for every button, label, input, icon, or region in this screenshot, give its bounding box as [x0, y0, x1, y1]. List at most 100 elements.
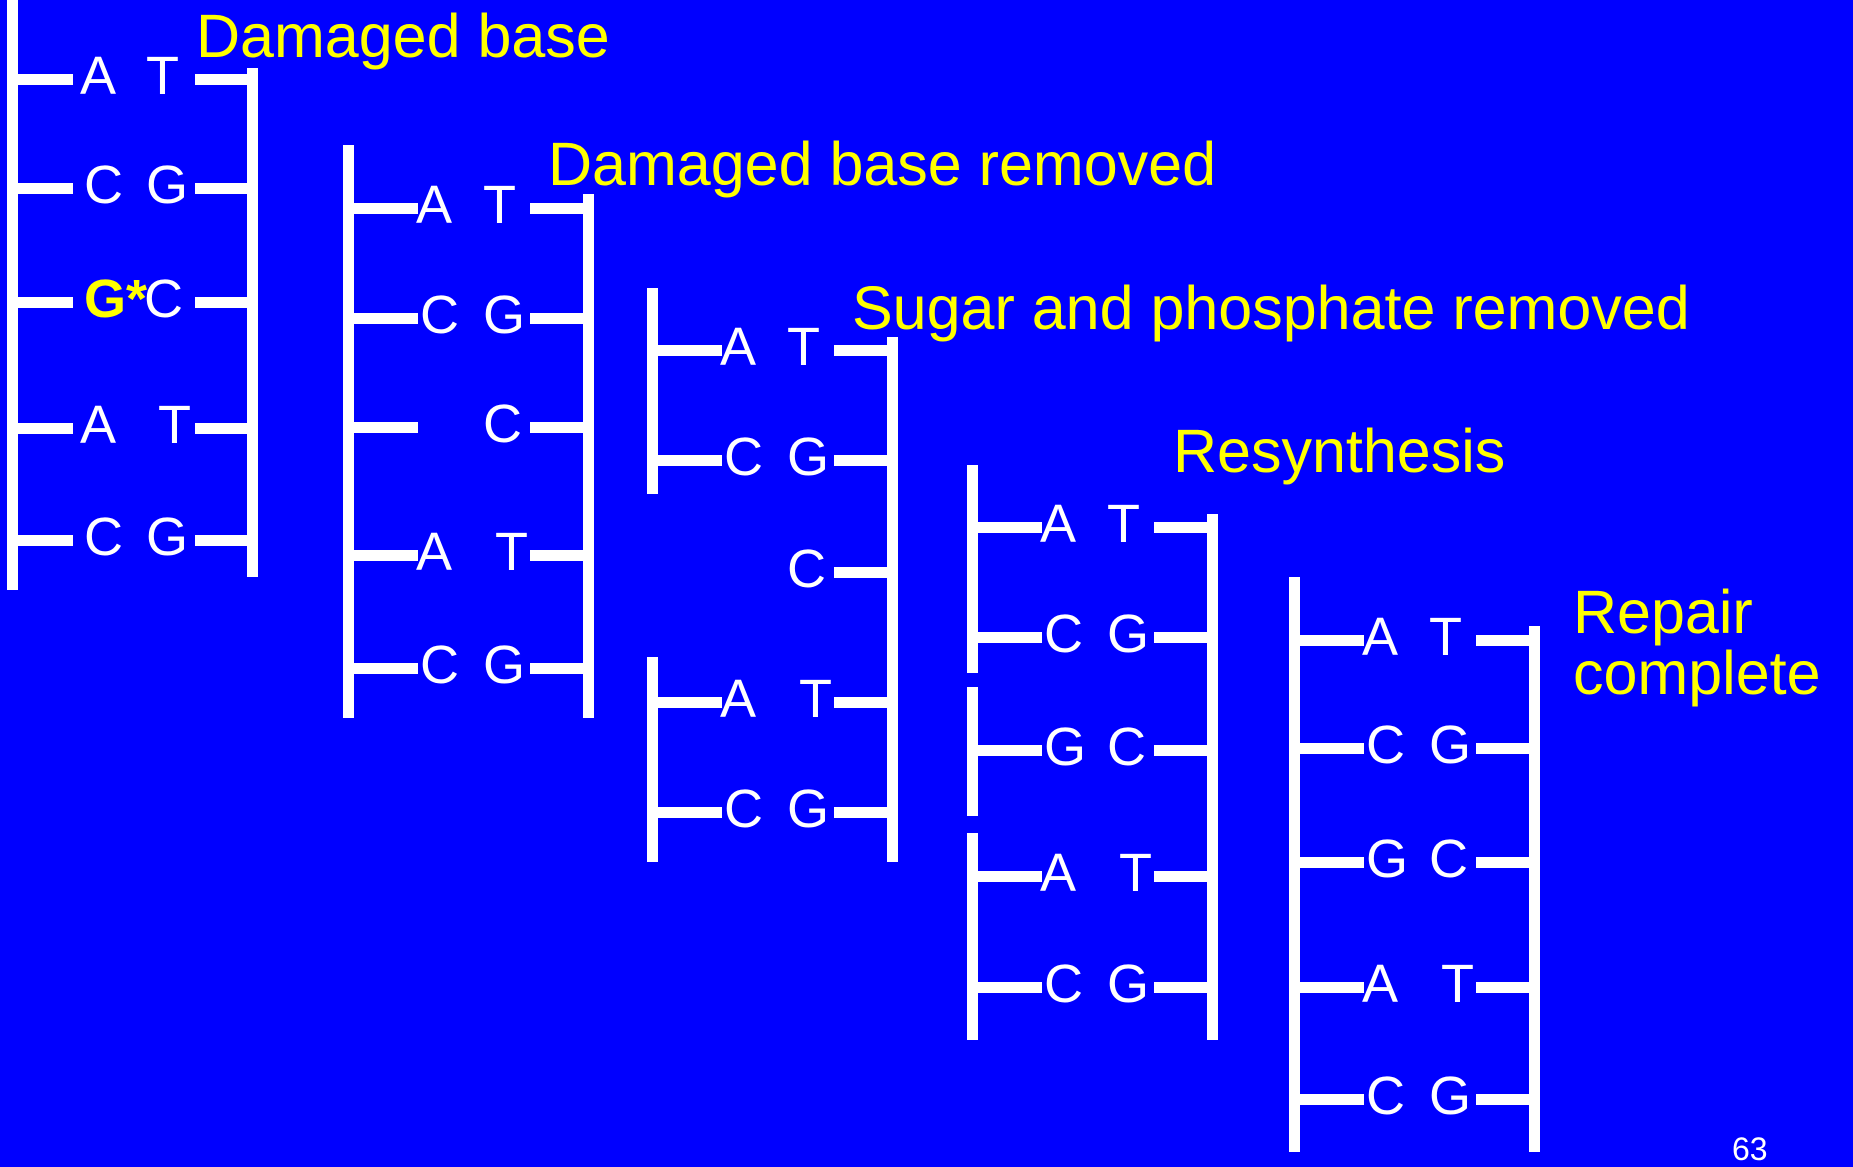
rung-left-0-0: [12, 73, 73, 85]
rung-right-2-3: [834, 696, 892, 708]
caption-resynthesis: Resynthesis: [1173, 417, 1506, 485]
base-left-3-4: C: [1044, 954, 1083, 1014]
backbone-left-2-1: [646, 657, 658, 862]
backbone-right-3-0: [1206, 514, 1218, 1040]
base-left-2-0: A: [720, 317, 757, 377]
backbone-left-0-0: [6, 0, 18, 590]
rung-left-4-4: [1294, 1093, 1364, 1105]
rung-right-4-1: [1476, 742, 1534, 754]
base-right-4-0: T: [1429, 607, 1462, 667]
rung-right-3-4: [1154, 981, 1212, 993]
base-left-1-0: A: [416, 175, 453, 235]
rung-right-1-0: [530, 202, 588, 214]
base-right-3-4: G: [1107, 954, 1150, 1014]
base-right-1-3: T: [495, 522, 528, 582]
backbone-right-1-0: [582, 194, 594, 718]
base-right-2-0: T: [787, 317, 820, 377]
base-left-2-1: C: [724, 427, 763, 487]
base-right-1-0: T: [483, 175, 516, 235]
base-left-0-4: C: [84, 507, 123, 567]
rung-right-0-0: [195, 73, 252, 85]
base-left-0-2: G*: [84, 269, 148, 329]
base-left-3-0: A: [1040, 494, 1077, 554]
rung-left-1-1: [348, 312, 418, 324]
base-left-4-4: C: [1366, 1066, 1405, 1126]
rung-left-4-3: [1294, 981, 1364, 993]
base-left-2-3: A: [720, 669, 757, 729]
base-right-1-1: G: [483, 285, 526, 345]
rung-right-4-2: [1476, 856, 1534, 868]
rung-left-3-0: [972, 521, 1042, 533]
base-left-3-2: G: [1044, 717, 1087, 777]
base-right-4-3: T: [1441, 954, 1474, 1014]
caption-sugar-phosphate-removed: Sugar and phosphate removed: [852, 274, 1690, 342]
base-right-3-3: T: [1119, 843, 1152, 903]
base-left-4-3: A: [1362, 954, 1399, 1014]
rung-right-0-4: [195, 534, 252, 546]
rung-right-4-4: [1476, 1093, 1534, 1105]
base-left-0-1: C: [84, 155, 123, 215]
rung-right-3-3: [1154, 870, 1212, 882]
rung-left-2-0: [652, 344, 722, 356]
rung-right-2-0: [834, 344, 892, 356]
rung-right-1-2: [530, 421, 588, 433]
base-left-0-3: A: [80, 395, 117, 455]
base-right-2-2: C: [787, 539, 826, 599]
rung-right-1-3: [530, 549, 588, 561]
rung-left-0-2: [12, 296, 73, 308]
rung-right-2-4: [834, 806, 892, 818]
rung-left-0-4: [12, 534, 73, 546]
rung-left-1-0: [348, 202, 418, 214]
rung-left-3-2: [972, 744, 1042, 756]
rung-left-1-4: [348, 662, 418, 674]
rung-left-3-3: [972, 870, 1042, 882]
rung-left-0-1: [12, 182, 73, 194]
slide-number: 63: [1732, 1131, 1768, 1167]
rung-right-2-2: [834, 566, 892, 578]
base-left-2-4: C: [724, 779, 763, 839]
base-right-2-3: T: [799, 669, 832, 729]
base-right-1-2: C: [483, 394, 522, 454]
base-right-3-1: G: [1107, 604, 1150, 664]
base-right-2-4: G: [787, 779, 830, 839]
rung-right-0-1: [195, 182, 252, 194]
base-left-3-3: A: [1040, 843, 1077, 903]
base-right-0-4: G: [146, 507, 189, 567]
caption-damaged-base-removed: Damaged base removed: [548, 130, 1216, 198]
rung-left-0-3: [12, 422, 73, 434]
base-right-0-3: T: [158, 395, 191, 455]
base-right-0-0: T: [146, 46, 179, 106]
base-left-4-0: A: [1362, 607, 1399, 667]
rung-left-4-1: [1294, 742, 1364, 754]
backbone-left-2-0: [646, 288, 658, 494]
backbone-right-0-0: [246, 68, 258, 577]
base-left-3-1: C: [1044, 604, 1083, 664]
rung-left-3-1: [972, 631, 1042, 643]
rung-right-3-0: [1154, 521, 1212, 533]
backbone-left-3-2: [966, 833, 978, 1040]
backbone-right-2-0: [886, 337, 898, 862]
base-left-0-0: A: [80, 46, 117, 106]
base-right-4-2: C: [1429, 829, 1468, 889]
base-right-1-4: G: [483, 635, 526, 695]
rung-right-0-2: [195, 296, 252, 308]
rung-right-3-1: [1154, 631, 1212, 643]
base-right-4-4: G: [1429, 1066, 1472, 1126]
base-left-4-2: G: [1366, 829, 1409, 889]
rung-left-4-0: [1294, 634, 1364, 646]
backbone-left-3-0: [966, 465, 978, 673]
rung-right-4-3: [1476, 981, 1534, 993]
rung-right-1-4: [530, 662, 588, 674]
rung-right-0-3: [195, 422, 252, 434]
base-right-0-1: G: [146, 155, 189, 215]
base-right-0-2: C: [144, 269, 183, 329]
base-right-3-0: T: [1107, 494, 1140, 554]
rung-right-4-0: [1476, 634, 1534, 646]
rung-left-1-3: [348, 549, 418, 561]
base-right-3-2: C: [1107, 717, 1146, 777]
rung-left-3-4: [972, 981, 1042, 993]
backbone-right-4-0: [1528, 626, 1540, 1152]
base-right-4-1: G: [1429, 715, 1472, 775]
rung-right-3-2: [1154, 744, 1212, 756]
